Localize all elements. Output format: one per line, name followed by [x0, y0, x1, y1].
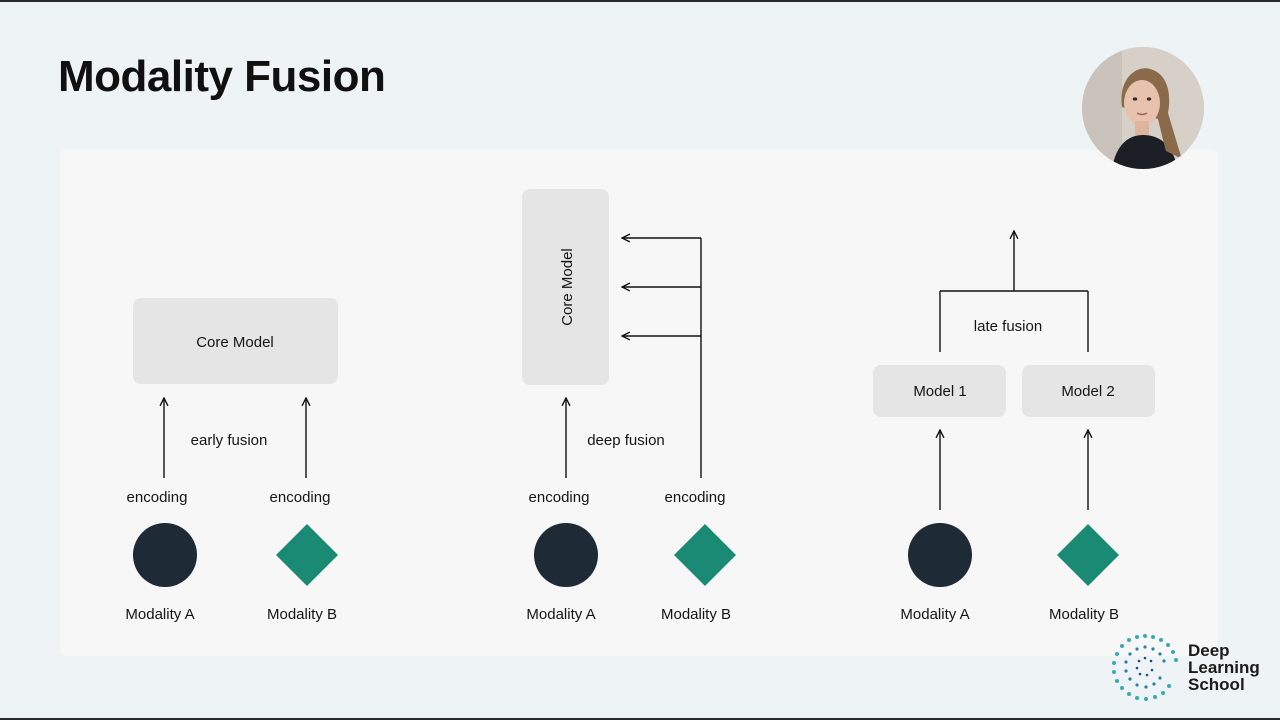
late-modality-a-circle [908, 523, 972, 587]
early-modality-a-circle [133, 523, 197, 587]
top-border [0, 0, 1280, 2]
late-modality-b-diamond [1057, 524, 1119, 586]
early-modality-a-label: Modality A [125, 606, 194, 623]
presenter-webcam [1082, 47, 1204, 169]
early-fusion-label: early fusion [191, 432, 268, 449]
late-model1-label: Model 1 [913, 383, 966, 400]
slide-title: Modality Fusion [58, 52, 386, 101]
late-model1-box [873, 365, 1006, 417]
late-model2-box [1022, 365, 1155, 417]
deep-modality-a-circle [534, 523, 598, 587]
logo-line-1: Deep [1188, 641, 1230, 660]
early-modality-b-label: Modality B [267, 606, 337, 623]
deep-modality-a-label: Modality A [526, 606, 595, 623]
logo-text: Deep Learning School [1188, 642, 1260, 693]
logo-line-2: Learning [1188, 658, 1260, 677]
presenter-avatar-icon [1082, 47, 1204, 169]
deep-core-model-box [522, 189, 609, 385]
late-fusion-label: late fusion [974, 318, 1042, 335]
early-encoding-b-label: encoding [270, 489, 331, 506]
deep-core-model-label: Core Model [559, 248, 576, 326]
deep-learning-school-logo: Deep Learning School [1108, 630, 1268, 704]
late-model2-label: Model 2 [1061, 383, 1114, 400]
logo-line-3: School [1188, 675, 1245, 694]
late-fusion-group: Model 1 Model 2 late fusion Modality A M… [873, 231, 1155, 623]
deep-modality-b-label: Modality B [661, 606, 731, 623]
deep-encoding-b-label: encoding [665, 489, 726, 506]
early-encoding-a-label: encoding [127, 489, 188, 506]
deep-fusion-label: deep fusion [587, 432, 665, 449]
deep-encoding-a-label: encoding [529, 489, 590, 506]
logo-spiral-icon [1112, 634, 1178, 701]
deep-fusion-group: Core Model deep fusion encoding encoding… [522, 189, 736, 623]
bottom-border [0, 718, 1280, 720]
early-core-model-label: Core Model [196, 334, 274, 351]
early-modality-b-diamond [276, 524, 338, 586]
early-fusion-group: Core Model early fusion encoding encodin… [125, 298, 338, 623]
early-core-model-box [133, 298, 338, 384]
deep-modality-b-diamond [674, 524, 736, 586]
late-modality-b-label: Modality B [1049, 606, 1119, 623]
late-modality-a-label: Modality A [900, 606, 969, 623]
